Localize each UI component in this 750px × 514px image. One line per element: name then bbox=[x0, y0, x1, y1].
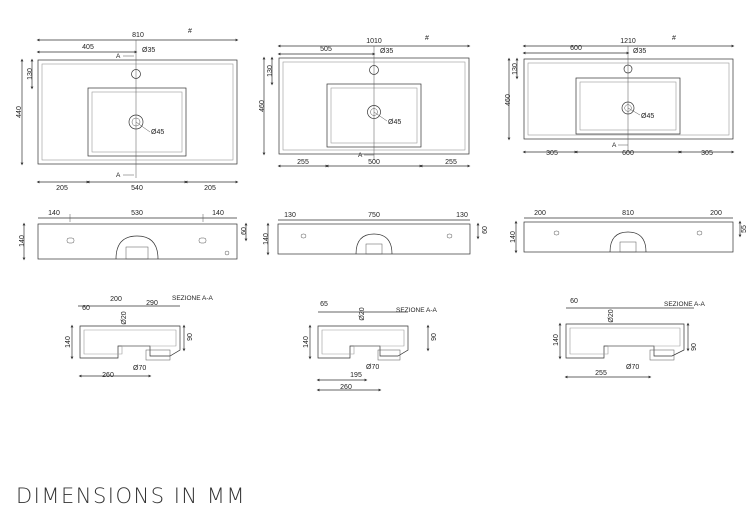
basin-dim: 540 bbox=[131, 185, 143, 192]
section-height-dim: 140 bbox=[303, 336, 310, 348]
rear-dim: 130 bbox=[267, 65, 274, 77]
front-middle-dim: 750 bbox=[368, 212, 380, 219]
front-middle-dim: 810 bbox=[622, 210, 634, 217]
overflow-dim: Ø20 bbox=[121, 311, 128, 324]
drain-pipe-dim: Ø70 bbox=[626, 364, 639, 371]
front-left-dim: 140 bbox=[48, 210, 60, 217]
front-view-1210: 200 810 200 140 55 bbox=[510, 210, 748, 254]
bowl bbox=[87, 87, 187, 157]
front-height-dim: 140 bbox=[510, 231, 517, 243]
left-dim: 205 bbox=[56, 185, 68, 192]
section-mid-dim: 195 bbox=[350, 372, 362, 379]
overflow-dim: Ø20 bbox=[608, 309, 615, 322]
front-side-dim: 60 bbox=[241, 227, 248, 235]
depth-dim: 440 bbox=[16, 106, 23, 118]
hash-mark: # bbox=[672, 35, 676, 42]
left-offset-dim: 600 bbox=[570, 45, 582, 52]
depth-dim: 460 bbox=[259, 100, 266, 112]
overall-width-dim: 1010 bbox=[366, 38, 382, 45]
front-outline bbox=[277, 223, 471, 255]
overflow-dim: Ø20 bbox=[359, 307, 366, 320]
section-profile bbox=[79, 325, 181, 359]
right-dim: 305 bbox=[701, 150, 713, 157]
tap-hole-dim: Ø35 bbox=[142, 47, 155, 54]
dimensions-title: DIMENSIONS IN MM bbox=[16, 484, 247, 508]
section-label: SEZIONE A-A bbox=[664, 301, 705, 308]
left-dim: 305 bbox=[546, 150, 558, 157]
top-view-1010: # 1010 505 Ø35 Ø45 460 130 A 255 500 255 bbox=[259, 35, 471, 168]
left-offset-dim: 505 bbox=[320, 46, 332, 53]
drain-pipe-dim: Ø70 bbox=[133, 365, 146, 372]
right-dim: 255 bbox=[445, 159, 457, 166]
front-height-dim: 140 bbox=[263, 233, 270, 245]
section-inner-dim: 90 bbox=[431, 333, 438, 341]
right-dim: 205 bbox=[204, 185, 216, 192]
basin-outline bbox=[523, 58, 734, 140]
rear-dim: 130 bbox=[512, 63, 519, 75]
section-length-dim: 255 bbox=[595, 370, 607, 377]
hash-mark: # bbox=[425, 35, 429, 42]
section-view-810: SEZIONE A-A 60 200 290 Ø20 140 90 Ø70 26… bbox=[65, 295, 213, 379]
top-view-810: # 810 405 A Ø35 Ø45 440 130 A 205 540 20… bbox=[16, 28, 239, 192]
drain-dim: Ø45 bbox=[641, 113, 654, 120]
section-a-dim: 60 bbox=[570, 298, 578, 305]
front-right-dim: 200 bbox=[710, 210, 722, 217]
front-right-dim: 130 bbox=[456, 212, 468, 219]
overall-width-dim: 1210 bbox=[620, 38, 636, 45]
top-view-1210: # 1210 600 Ø35 Ø45 460 130 A 305 600 305 bbox=[505, 35, 735, 157]
tap-hole-dim: Ø35 bbox=[633, 48, 646, 55]
hash-mark: # bbox=[188, 28, 192, 35]
section-view-1210: SEZIONE A-A 60 Ø20 140 90 Ø70 255 bbox=[553, 298, 705, 379]
front-middle-dim: 530 bbox=[131, 210, 143, 217]
front-left-dim: 200 bbox=[534, 210, 546, 217]
section-label: SEZIONE A-A bbox=[396, 307, 437, 314]
front-outline bbox=[523, 221, 734, 253]
drain-dim: Ø45 bbox=[388, 119, 401, 126]
section-b-dim: 200 bbox=[110, 296, 122, 303]
section-a-dim: 65 bbox=[320, 301, 328, 308]
section-profile bbox=[565, 323, 685, 359]
siphon-cutout bbox=[609, 231, 647, 253]
siphon-cutout bbox=[115, 235, 159, 260]
section-inner-dim: 90 bbox=[187, 333, 194, 341]
section-marker: A bbox=[116, 53, 121, 60]
section-a-dim: 60 bbox=[82, 305, 90, 312]
section-profile bbox=[317, 325, 409, 359]
front-height-dim: 140 bbox=[19, 235, 26, 247]
front-side-dim: 60 bbox=[482, 226, 489, 234]
left-offset-dim: 405 bbox=[82, 44, 94, 51]
section-height-dim: 140 bbox=[65, 336, 72, 348]
drain-pipe-dim: Ø70 bbox=[366, 364, 379, 371]
section-marker: A bbox=[612, 142, 617, 149]
front-side-dim: 55 bbox=[741, 225, 748, 233]
front-outline bbox=[37, 223, 238, 260]
front-view-1010: 130 750 130 140 60 bbox=[263, 212, 489, 256]
section-length-dim: 260 bbox=[102, 372, 114, 379]
tap-hole-dim: Ø35 bbox=[380, 48, 393, 55]
section-marker: A bbox=[116, 172, 121, 179]
depth-dim: 460 bbox=[505, 94, 512, 106]
section-label: SEZIONE A-A bbox=[172, 295, 213, 302]
left-dim: 255 bbox=[297, 159, 309, 166]
front-right-dim: 140 bbox=[212, 210, 224, 217]
basin-outline bbox=[37, 59, 238, 165]
drain-dim: Ø45 bbox=[151, 129, 164, 136]
basin-dim: 600 bbox=[622, 150, 634, 157]
front-view-810: 140 530 140 140 60 bbox=[19, 210, 248, 261]
front-left-dim: 130 bbox=[284, 212, 296, 219]
overall-width-dim: 810 bbox=[132, 32, 144, 39]
basin-dim: 500 bbox=[368, 159, 380, 166]
section-height-dim: 140 bbox=[553, 334, 560, 346]
section-length-dim: 260 bbox=[340, 384, 352, 391]
section-c-dim: 290 bbox=[146, 300, 158, 307]
section-inner-dim: 90 bbox=[691, 343, 698, 351]
section-view-1010: SEZIONE A-A 65 Ø20 140 90 Ø70 195 260 bbox=[303, 301, 438, 392]
siphon-cutout bbox=[355, 233, 393, 255]
section-marker: A bbox=[358, 152, 363, 159]
rear-dim: 130 bbox=[27, 68, 34, 80]
